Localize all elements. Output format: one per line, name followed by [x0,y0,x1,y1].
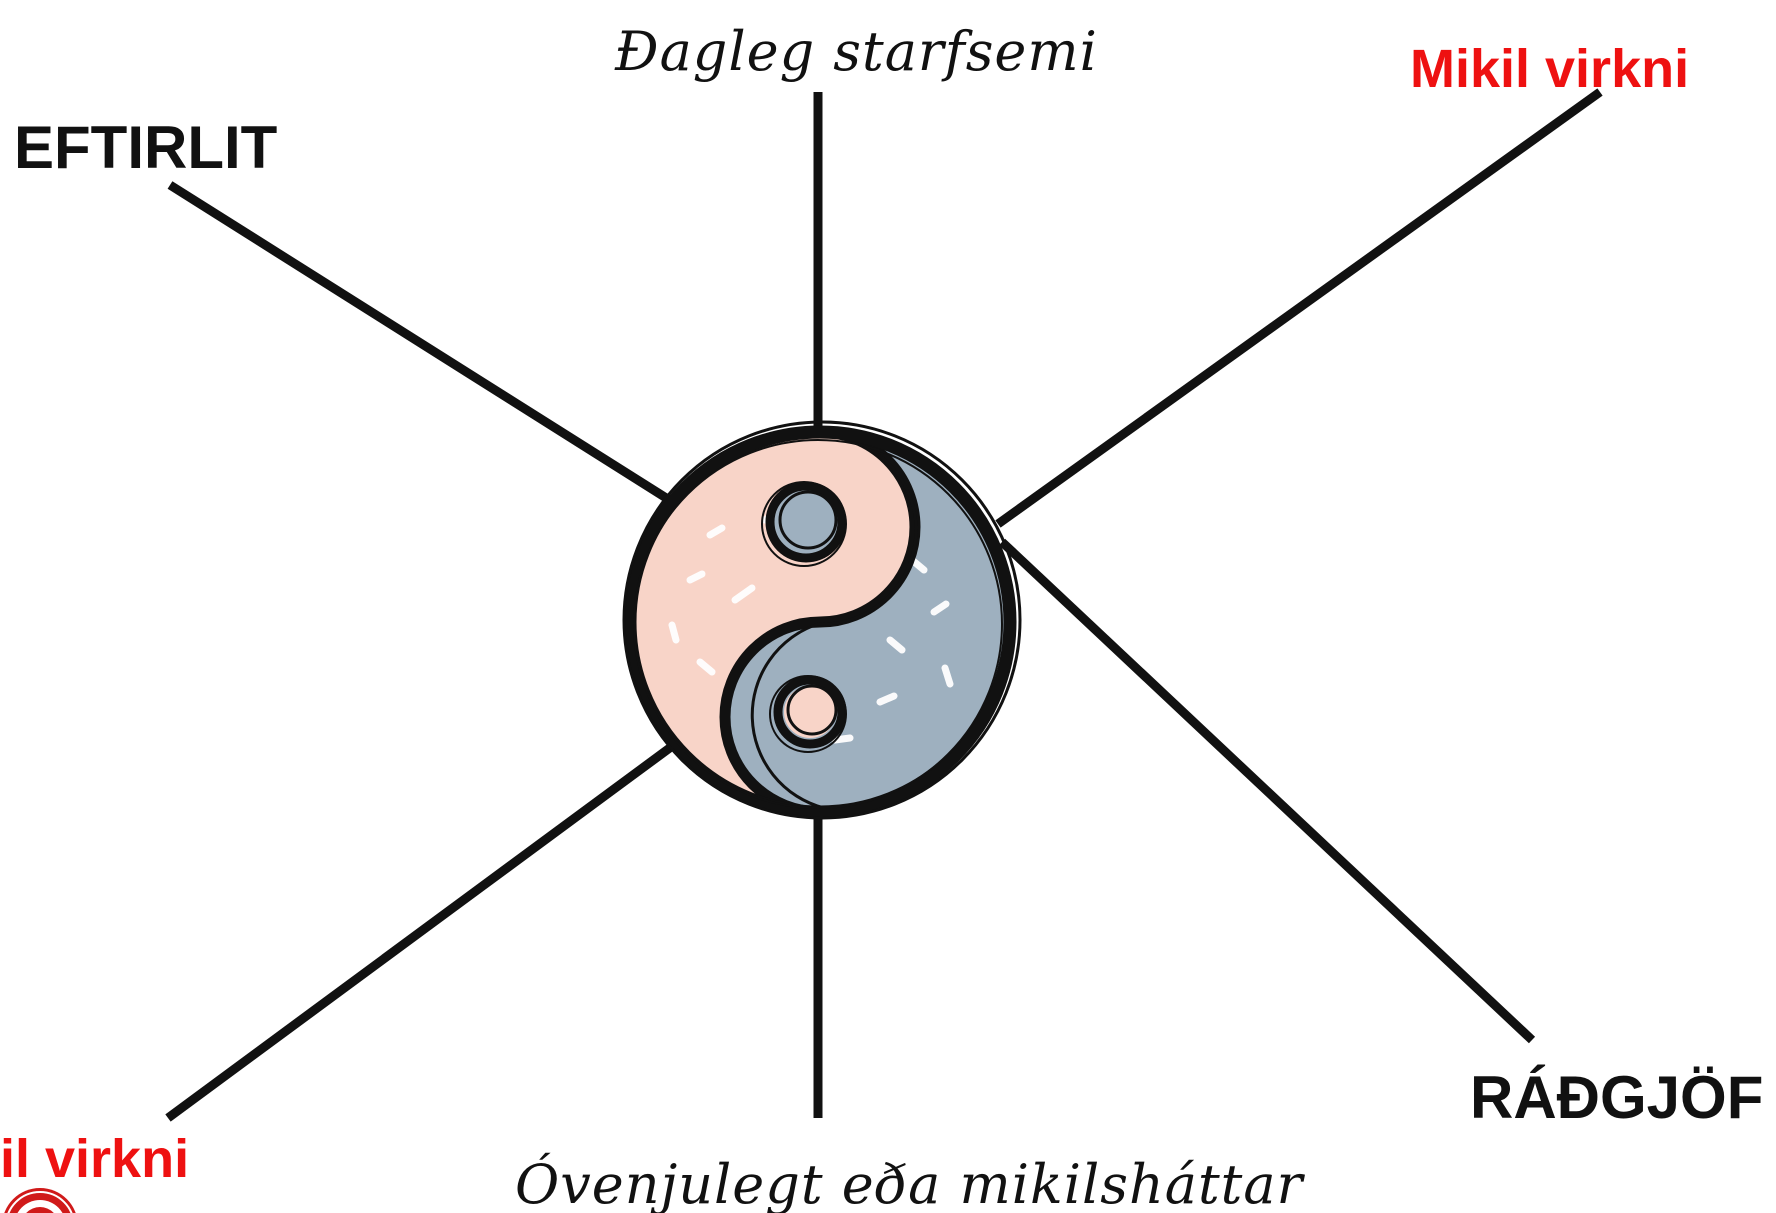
label-daily-operations: Ðagleg starfsemi [615,25,1098,79]
label-high-activity-top-right: Mikil virkni [1410,42,1689,96]
label-unusual-or-major: Óvenjulegt eða mikilsháttar [515,1158,1303,1212]
label-supervision: EFTIRLIT [14,118,277,178]
diagonal-line-top-right [998,92,1600,524]
yin-yang-icon [624,422,1020,818]
diagonal-line-top-left [170,185,690,513]
label-activity-bottom-left: il virkni [0,1132,189,1186]
diagonal-line-bottom-right [1002,542,1532,1040]
diagonal-line-bottom-left [168,733,690,1118]
label-consulting: RÁÐGJÖF [1470,1068,1763,1128]
red-seal-logo [2,1188,78,1213]
